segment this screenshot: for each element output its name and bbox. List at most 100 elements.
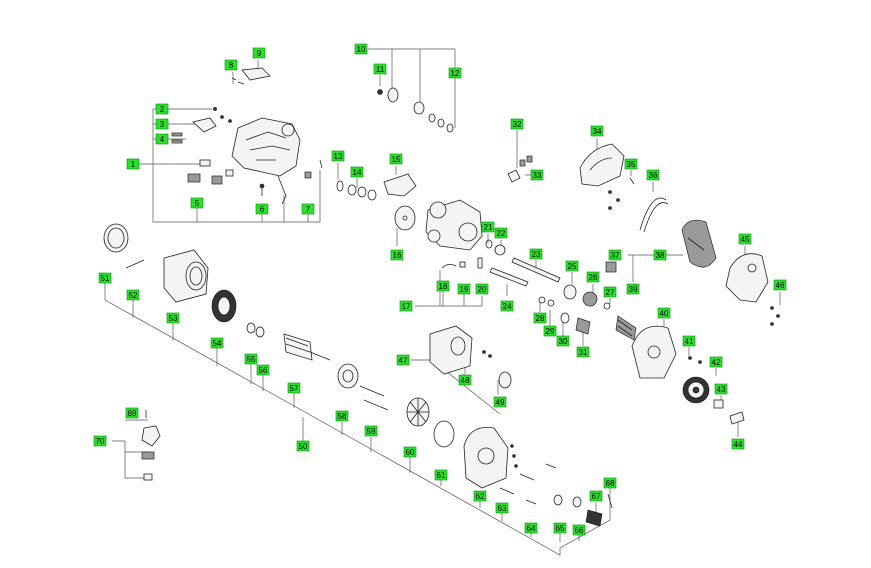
callout-label-52: 52 — [126, 289, 140, 301]
callout-box — [331, 150, 345, 162]
callout-box — [709, 356, 723, 368]
callout-number: 4 — [160, 135, 165, 144]
callout-box — [256, 364, 270, 376]
callout-number: 11 — [376, 65, 385, 74]
callout-box — [155, 118, 169, 130]
callout-number: 64 — [527, 524, 536, 533]
callout-label-38: 38 — [653, 249, 667, 261]
callout-label-1: 1 — [126, 158, 140, 170]
callout-box — [399, 300, 413, 312]
callout-number: 50 — [299, 442, 308, 451]
callout-box — [608, 249, 622, 261]
callout-box — [603, 477, 617, 489]
callout-label-29: 29 — [543, 325, 557, 337]
callout-number: 17 — [402, 302, 411, 311]
callout-label-7: 7 — [301, 203, 315, 215]
callout-number: 20 — [478, 285, 487, 294]
callout-label-31: 31 — [576, 346, 590, 358]
callout-label-64: 64 — [524, 522, 538, 534]
callout-number: 63 — [498, 504, 507, 513]
callout-number: 58 — [338, 412, 347, 421]
callout-box — [448, 67, 462, 79]
callout-label-47: 47 — [396, 354, 410, 366]
callout-number: 52 — [129, 291, 138, 300]
callout-box — [510, 118, 524, 130]
callout-label-9: 9 — [252, 47, 266, 59]
callout-label-62: 62 — [473, 490, 487, 502]
callout-number: 27 — [606, 288, 615, 297]
callout-label-14: 14 — [350, 166, 364, 178]
callout-box — [682, 335, 696, 347]
callout-box — [586, 271, 600, 283]
callout-number: 54 — [213, 339, 222, 348]
callout-label-19: 19 — [457, 283, 471, 295]
callout-box — [590, 125, 604, 137]
callout-box — [287, 382, 301, 394]
callout-number: 23 — [532, 250, 541, 259]
callout-label-23: 23 — [529, 248, 543, 260]
callout-box — [473, 490, 487, 502]
callout-box — [624, 158, 638, 170]
callout-box — [155, 133, 169, 145]
parts-illustrations — [103, 67, 780, 527]
callout-number: 67 — [592, 492, 601, 501]
callout-label-48: 48 — [458, 374, 472, 386]
callout-box — [252, 47, 266, 59]
callout-label-51: 51 — [98, 272, 112, 284]
callout-box — [653, 249, 667, 261]
callout-box — [354, 43, 368, 55]
callout-number: 47 — [399, 356, 408, 365]
callout-number: 48 — [461, 376, 470, 385]
callout-number: 5 — [195, 199, 200, 208]
callout-number: 61 — [437, 471, 446, 480]
callout-number: 36 — [649, 171, 658, 180]
callout-number: 24 — [503, 302, 512, 311]
callout-label-67: 67 — [589, 490, 603, 502]
callout-number: 60 — [406, 448, 415, 457]
callout-label-61: 61 — [434, 469, 448, 481]
callout-label-3: 3 — [155, 118, 169, 130]
callout-label-34: 34 — [590, 125, 604, 137]
callout-label-56: 56 — [256, 364, 270, 376]
callout-number: 29 — [546, 327, 555, 336]
callout-box — [364, 425, 378, 437]
callout-number: 30 — [559, 337, 568, 346]
callout-number: 49 — [496, 398, 505, 407]
callout-label-45: 45 — [738, 233, 752, 245]
callout-label-65: 65 — [553, 522, 567, 534]
callout-box — [126, 289, 140, 301]
callout-label-21: 21 — [481, 221, 495, 233]
callout-box — [350, 166, 364, 178]
callout-box — [576, 346, 590, 358]
callout-box — [543, 325, 557, 337]
callout-number: 70 — [96, 437, 105, 446]
callout-number: 19 — [460, 285, 469, 294]
callout-number: 10 — [357, 45, 366, 54]
callout-label-42: 42 — [709, 356, 723, 368]
callout-box — [190, 197, 204, 209]
callout-box — [493, 396, 507, 408]
callout-box — [403, 446, 417, 458]
callout-label-25: 25 — [565, 260, 579, 272]
callout-label-4: 4 — [155, 133, 169, 145]
callout-number: 66 — [575, 526, 584, 535]
callout-label-24: 24 — [500, 300, 514, 312]
callout-box — [301, 203, 315, 215]
callout-label-44: 44 — [731, 438, 745, 450]
callout-box — [481, 221, 495, 233]
callout-label-69: 69 — [125, 407, 139, 419]
callout-box — [436, 280, 450, 292]
callout-label-40: 40 — [657, 307, 671, 319]
callout-label-55: 55 — [244, 353, 258, 365]
callout-label-37: 37 — [608, 249, 622, 261]
callout-number: 43 — [717, 385, 726, 394]
callout-number: 22 — [497, 229, 506, 238]
callout-box — [457, 283, 471, 295]
callout-label-68: 68 — [603, 477, 617, 489]
callout-box — [565, 260, 579, 272]
callout-label-32: 32 — [510, 118, 524, 130]
callout-box — [98, 272, 112, 284]
callout-box — [126, 158, 140, 170]
